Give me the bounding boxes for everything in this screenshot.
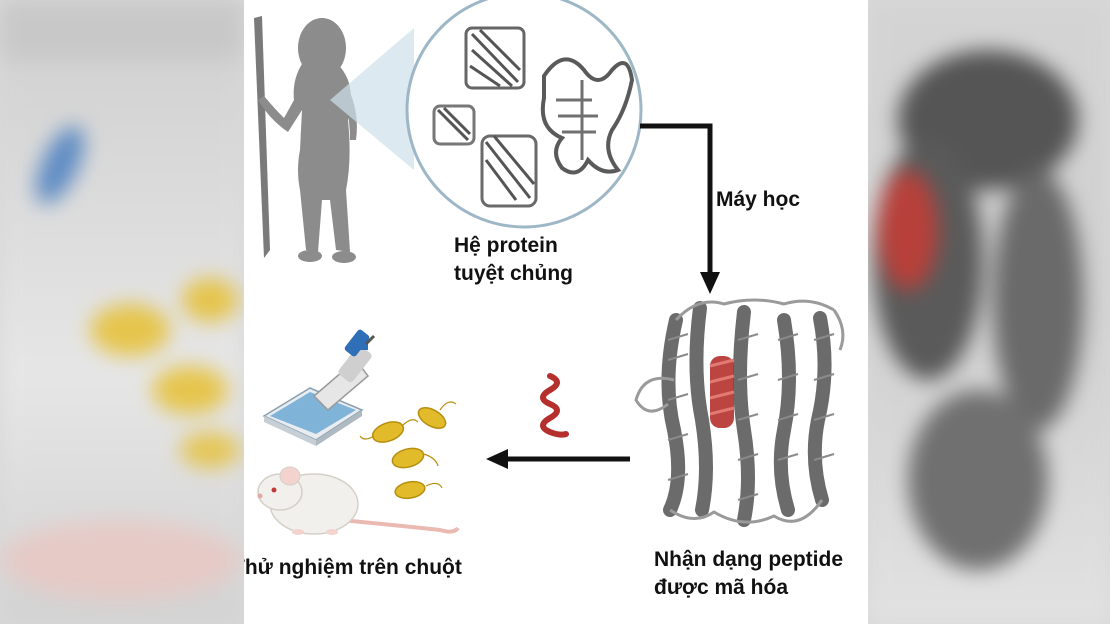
figure-canvas <box>254 0 845 535</box>
label-mouse-test: Thử nghiệm trên chuột <box>244 556 462 579</box>
highlighted-peptide-icon <box>709 356 735 428</box>
blurred-background-left <box>0 0 244 624</box>
arrowhead-left <box>486 449 508 469</box>
arrowhead-down <box>700 272 720 294</box>
pipette-icon <box>312 329 376 412</box>
mouse-icon <box>257 466 460 535</box>
hominin-silhouette-icon <box>254 16 357 263</box>
label-extinct-proteome-line2: tuyệt chủng <box>454 262 573 285</box>
red-helix-icon <box>540 373 569 438</box>
magnifier-circle-icon <box>405 0 643 229</box>
label-machine-learning: Máy học <box>716 188 801 211</box>
figure-panel: Máy học Hệ protein tuyệt chủng Nhận dạng… <box>244 0 868 624</box>
label-peptide-identification-line2: được mã hóa <box>654 576 788 599</box>
bacteria-icon <box>359 401 457 513</box>
blurred-background-right <box>868 0 1110 624</box>
zoom-cone <box>330 28 414 170</box>
flow-arrow-icon <box>640 123 713 274</box>
well-plate-icon <box>262 387 364 446</box>
label-extinct-proteome-line1: Hệ protein <box>454 234 558 257</box>
protein-structure-icon <box>634 298 845 527</box>
label-peptide-identification-line1: Nhận dạng peptide <box>654 548 843 571</box>
